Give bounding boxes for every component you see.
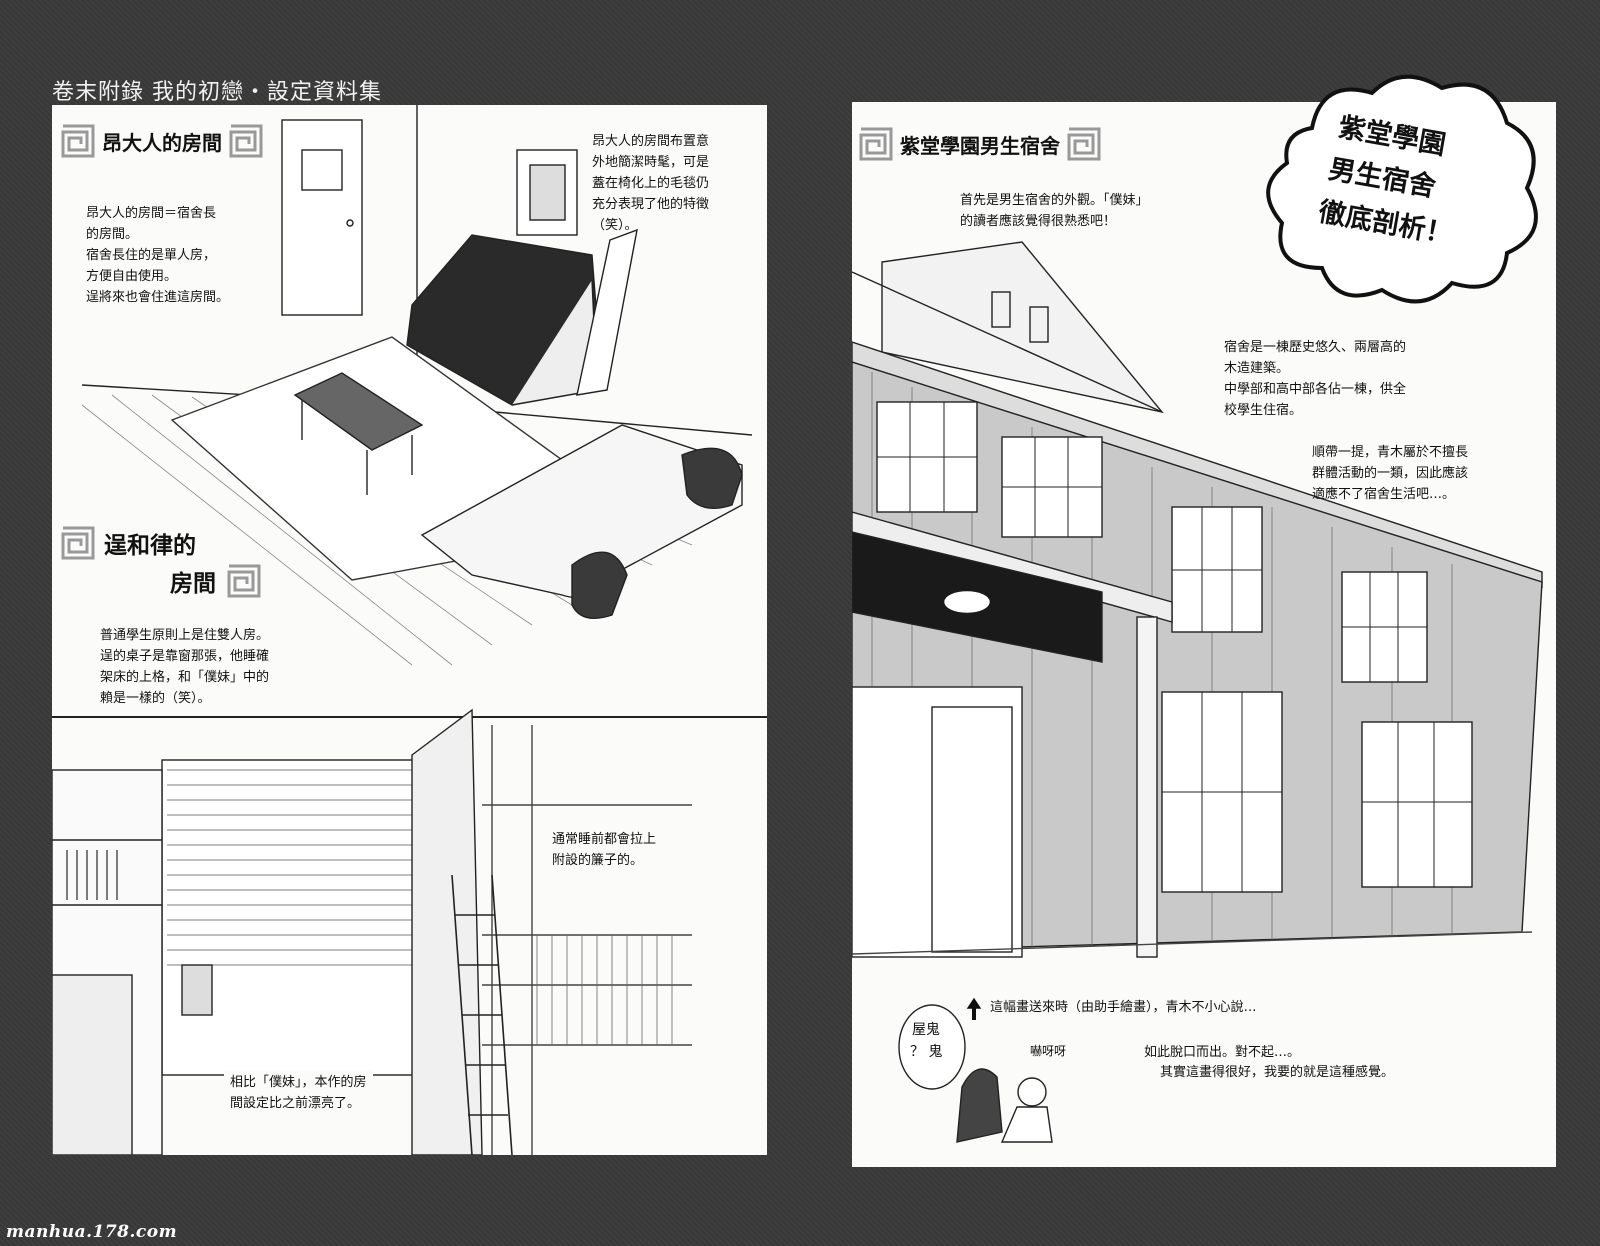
room-illustrations — [52, 105, 767, 1155]
meander-ornament-icon — [859, 127, 893, 161]
dorm-header: 紫堂學園男生宿舍 — [858, 126, 1102, 162]
room1-note-a: 昂大人的房間＝宿舍長 的房間。 宿舍長住的是單人房， 方便自由使用。 逞將來也會… — [86, 206, 230, 305]
exterior-note: 首先是男生宿舍的外觀。「僕妹」 的讀者應該覺得很熟悉吧！ — [960, 193, 1149, 229]
room2-title-line1: 逞和律的 — [104, 532, 196, 559]
bubble-text-1: 屋鬼 — [912, 1022, 940, 1038]
cloud-callout — [1266, 74, 1538, 304]
watermark: manhua.178.com — [6, 1222, 178, 1242]
compare-note: 相比「僕妹」，本作的房 間設定比之前漂亮了。 — [224, 1070, 373, 1116]
bubble-text-2: ？ 鬼 — [910, 1044, 943, 1060]
page-header: 卷末附錄 我的初戀・設定資料集 — [52, 80, 382, 105]
room2-header: 逞和律的 房間 — [60, 525, 262, 599]
meander-ornament-icon — [229, 124, 263, 158]
meander-ornament-icon — [61, 526, 95, 560]
meander-ornament-icon — [61, 124, 95, 158]
meander-ornament-icon — [1067, 127, 1101, 161]
room1-title: 昂大人的房間 — [102, 130, 222, 155]
left-page: 昂大人的房間 昂大人的房間＝宿舍長 的房間。 宿舍長住的是單人房， 方便自由使用… — [52, 105, 767, 1155]
curtain-note: 通常睡前都會拉上 附設的簾子的。 — [546, 827, 663, 873]
room2-title-line2: 房間 — [170, 570, 216, 597]
history-note: 宿舍是一棟歷史悠久、兩層高的 木造建築。 中學部和高中部各佔一棟，供全 校學生住… — [1224, 340, 1407, 418]
room2-note: 普通學生原則上是住雙人房。 逞的桌子是靠窗那張，他睡確 架床的上格，和「僕妹」中… — [100, 625, 270, 709]
sfx-text: 嚇呀呀 — [1030, 1044, 1067, 1058]
apology-note-1: 如此脫口而出。對不起…。 — [1144, 1045, 1301, 1060]
meander-ornament-icon — [227, 564, 261, 598]
arrow-note: 這幅畫送來時（由助手繪畫），青木不小心說… — [990, 1000, 1257, 1015]
room1-header: 昂大人的房間 — [60, 123, 264, 159]
aoki-note: 順帶一提，青木屬於不擅長 群體活動的一類，因此應該 適應不了宿舍生活吧…。 — [1312, 445, 1469, 502]
apology-note-2: 其實這畫得很好，我要的就是這種感覺。 — [1160, 1065, 1395, 1080]
dormitory-illustration — [852, 241, 1543, 1143]
right-page: 紫堂學園男生宿舍 首先是男生宿舍的外觀。「僕妹」 的讀者應該覺得很熟悉吧！ 宿舍… — [852, 102, 1556, 1167]
room1-note-b: 昂大人的房間布置意 外地簡潔時髦，可是 蓋在椅化上的毛毯仍 充分表現了他的特徵 … — [592, 134, 710, 233]
dorm-title: 紫堂學園男生宿舍 — [900, 133, 1060, 158]
